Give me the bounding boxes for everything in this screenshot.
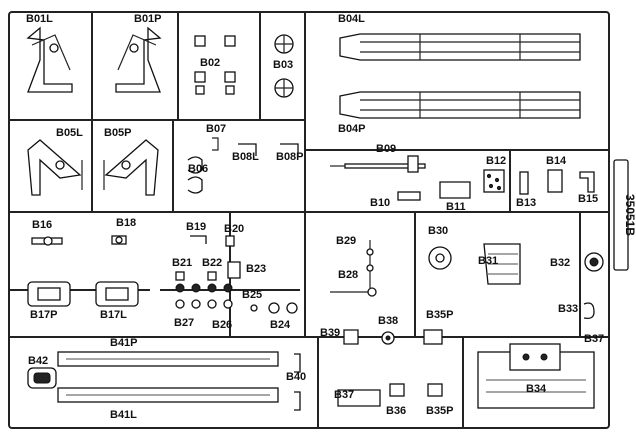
label-b05p: B05P: [104, 127, 132, 139]
part-b37-small: [337, 389, 381, 407]
label-b36: B36: [386, 405, 406, 417]
part-b36: [389, 383, 405, 397]
part-b39: [343, 329, 359, 345]
part-b17l: [95, 281, 139, 307]
part-b31: [483, 243, 521, 285]
part-b09: [330, 155, 426, 173]
part-b03: [274, 34, 294, 98]
label-b38: B38: [378, 315, 398, 327]
label-b28: B28: [338, 269, 358, 281]
label-b02: B02: [200, 57, 220, 69]
label-b41p: B41P: [110, 337, 138, 349]
part-b06: [187, 156, 203, 194]
label-b25: B25: [242, 289, 262, 301]
part-b08: [238, 143, 299, 156]
part-b18: [111, 235, 127, 245]
part-drawings: [26, 26, 604, 411]
label-b17p: B17P: [30, 309, 58, 321]
part-b33: [583, 302, 595, 320]
part-b05l: [27, 139, 83, 196]
part-b25: [250, 304, 258, 312]
label-b33: B33: [558, 303, 578, 315]
label-b17l: B17L: [100, 309, 127, 321]
part-b38: [381, 331, 395, 345]
part-b19: [190, 235, 207, 244]
label-b37-right: B37: [584, 333, 604, 345]
label-b40: B40: [286, 371, 306, 383]
label-b30: B30: [428, 225, 448, 237]
label-b07: B07: [206, 123, 226, 135]
part-b16: [31, 236, 63, 246]
part-b10: [397, 191, 421, 201]
label-b06: B06: [188, 163, 208, 175]
label-b08l: B08L: [232, 151, 259, 163]
label-b24: B24: [270, 319, 291, 331]
part-b35p-lower: [427, 383, 443, 397]
label-b13: B13: [516, 197, 536, 209]
label-b04l: B04L: [338, 13, 365, 25]
label-b01l: B01L: [26, 13, 53, 25]
label-b11: B11: [446, 201, 466, 213]
label-b26: B26: [212, 319, 232, 331]
label-b12: B12: [486, 155, 506, 167]
part-b12: [483, 169, 505, 193]
part-b41l: [57, 387, 279, 403]
label-b35p-top: B35P: [426, 309, 454, 321]
part-b07: [212, 137, 219, 151]
label-b39: B39: [320, 327, 340, 339]
label-b19: B19: [186, 221, 206, 233]
part-b23: [227, 261, 241, 279]
part-b01l: [26, 26, 73, 93]
label-b29: B29: [336, 235, 356, 247]
label-b01p: B01P: [134, 13, 162, 25]
label-b21: B21: [172, 257, 192, 269]
part-b24: [268, 302, 298, 314]
label-b09: B09: [376, 143, 396, 155]
label-b31: B31: [478, 255, 498, 267]
part-b40: [294, 353, 301, 411]
part-b41p: [57, 351, 279, 367]
part-b01p: [115, 26, 162, 93]
part-labels: B01L B01P B02 B03 B04L B04P B05L B05P B0…: [26, 13, 604, 421]
label-b03: B03: [273, 59, 293, 71]
part-b14: [547, 169, 563, 193]
label-b32: B32: [550, 257, 570, 269]
part-b28: [330, 287, 377, 297]
label-b16: B16: [32, 219, 52, 231]
part-b34: [477, 343, 595, 409]
label-b42: B42: [28, 355, 48, 367]
label-b04p: B04P: [338, 123, 366, 135]
label-b34: B34: [526, 383, 547, 395]
part-b29: [366, 240, 374, 288]
part-b02: [194, 35, 236, 95]
part-b04l: [339, 33, 581, 61]
part-b42: [27, 367, 57, 389]
part-b04p: [339, 91, 581, 119]
label-b14: B14: [546, 155, 567, 167]
label-b27: B27: [174, 317, 194, 329]
label-b18: B18: [116, 217, 136, 229]
label-b08p: B08P: [276, 151, 304, 163]
label-b22: B22: [202, 257, 222, 269]
part-b35p: [423, 329, 443, 345]
label-b10: B10: [370, 197, 390, 209]
part-b20: [225, 235, 235, 247]
part-b13: [519, 171, 529, 195]
label-b23: B23: [246, 263, 266, 275]
label-b35p-bottom: B35P: [426, 405, 454, 417]
part-b21-b27-cluster: [175, 271, 233, 309]
part-b15: [579, 171, 595, 193]
label-b37-left: B37: [334, 389, 354, 401]
label-b15: B15: [578, 193, 598, 205]
label-b05l: B05L: [56, 127, 83, 139]
sheet-code: 35051B: [623, 194, 636, 236]
part-b30: [428, 246, 452, 270]
part-b17p: [27, 281, 71, 307]
part-b05p: [103, 139, 159, 196]
part-b32: [584, 252, 604, 272]
label-b20: B20: [224, 223, 244, 235]
label-b41l: B41L: [110, 409, 137, 421]
part-b11: [439, 181, 471, 199]
